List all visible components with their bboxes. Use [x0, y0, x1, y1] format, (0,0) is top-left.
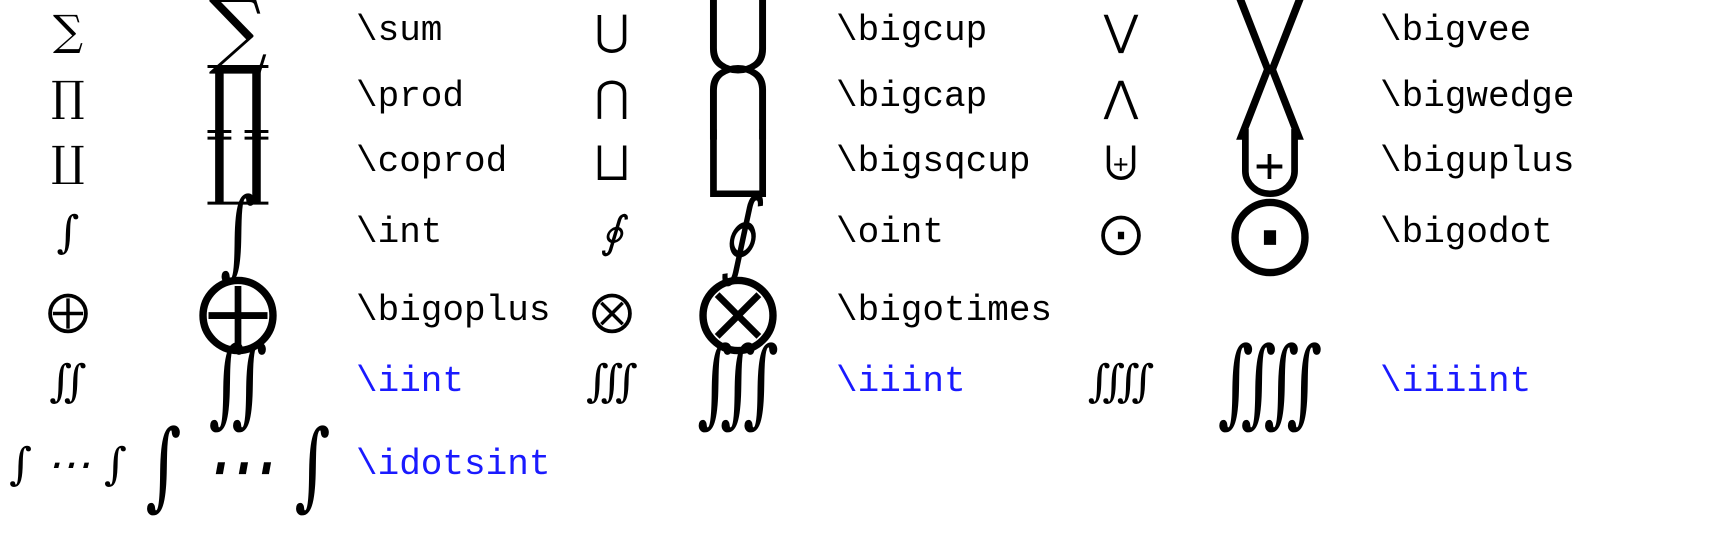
iiint-small-symbol: ∭	[585, 356, 639, 407]
sum-large-symbol: ∑	[208, 0, 268, 78]
bigoplus-command: \bigoplus	[356, 290, 551, 331]
bigcup-large-symbol: ⋃	[704, 0, 772, 78]
bigsqcup-small-symbol: ⨆	[595, 137, 629, 186]
bigcap-small-symbol: ⋂	[594, 72, 630, 121]
bigotimes-command: \bigotimes	[836, 290, 1053, 331]
bigodot-small-symbol: ⨀	[1100, 208, 1142, 257]
biguplus-large-symbol: ⨄	[1237, 114, 1303, 209]
bigodot-command: \bigodot	[1380, 212, 1553, 253]
iint-small-symbol: ∬	[49, 356, 87, 407]
prod-command: \prod	[356, 76, 465, 117]
bigcap-large-symbol: ⋂	[704, 49, 772, 144]
int-large-symbol: ∫	[219, 177, 257, 289]
iiint-large-symbol: ∭	[697, 326, 779, 438]
bigodot-large-symbol: ⨀	[1229, 185, 1311, 280]
bigsqcup-command: \bigsqcup	[836, 141, 1031, 182]
idotsint-command: \idotsint	[356, 444, 551, 485]
iiint-command: \iiint	[836, 361, 966, 402]
idotsint-small-symbol: ∫ ⋯ ∫	[9, 439, 127, 490]
bigwedge-large-symbol: ⋀	[1236, 49, 1304, 144]
iiiint-large-symbol: ⨌	[1217, 326, 1323, 438]
biguplus-small-symbol: ⨄	[1104, 137, 1138, 186]
bigvee-large-symbol: ⋁	[1236, 0, 1304, 78]
coprod-command: \coprod	[356, 141, 508, 182]
prod-small-symbol: ∏	[51, 72, 85, 121]
prod-large-symbol: ∏	[205, 49, 271, 144]
oint-large-symbol: ∮	[719, 177, 757, 289]
bigwedge-command: \bigwedge	[1380, 76, 1575, 117]
bigvee-small-symbol: ⋁	[1103, 6, 1139, 55]
int-small-symbol: ∫	[56, 207, 80, 258]
bigcap-command: \bigcap	[836, 76, 988, 117]
biguplus-command: \biguplus	[1380, 141, 1575, 182]
sum-small-symbol: ∑	[53, 6, 83, 55]
coprod-large-symbol: ∐	[205, 114, 271, 209]
oint-small-symbol: ∮	[600, 207, 624, 258]
iint-large-symbol: ∬	[208, 326, 268, 438]
bigwedge-small-symbol: ⋀	[1103, 72, 1139, 121]
idotsint-large-symbol: ∫ ⋯ ∫	[145, 409, 331, 521]
bigoplus-large-symbol: ⨁	[197, 263, 279, 358]
bigsqcup-large-symbol: ⨆	[705, 114, 771, 209]
coprod-small-symbol: ∐	[51, 137, 85, 186]
bigcup-small-symbol: ⋃	[594, 6, 630, 55]
iiiint-command: \iiiint	[1380, 361, 1532, 402]
bigoplus-small-symbol: ⨁	[47, 286, 89, 335]
int-command: \int	[356, 212, 443, 253]
bigotimes-large-symbol: ⨂	[697, 263, 779, 358]
bigcup-command: \bigcup	[836, 10, 988, 51]
sum-command: \sum	[356, 10, 443, 51]
iiiint-small-symbol: ⨌	[1087, 356, 1155, 407]
bigotimes-small-symbol: ⨂	[591, 286, 633, 335]
oint-command: \oint	[836, 212, 945, 253]
iint-command: \iint	[356, 361, 465, 402]
bigvee-command: \bigvee	[1380, 10, 1532, 51]
